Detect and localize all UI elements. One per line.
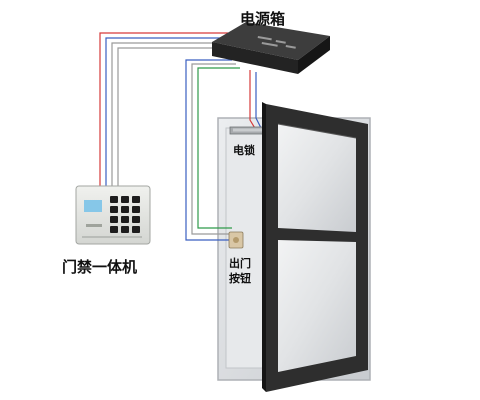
open-door: [262, 102, 368, 392]
exit-button: [228, 231, 244, 249]
power-box: [212, 22, 330, 74]
power-box-label: 电源箱: [240, 10, 286, 28]
access-keypad: [75, 185, 151, 245]
exit-button-label: 出门 按钮: [229, 256, 251, 286]
wires-keypad-to-power: [99, 32, 228, 190]
exit-button-label-line2: 按钮: [229, 272, 251, 285]
lock-label: 电锁: [233, 144, 255, 157]
exit-button-label-line1: 出门: [229, 257, 251, 270]
keypad-label: 门禁一体机: [62, 258, 138, 276]
